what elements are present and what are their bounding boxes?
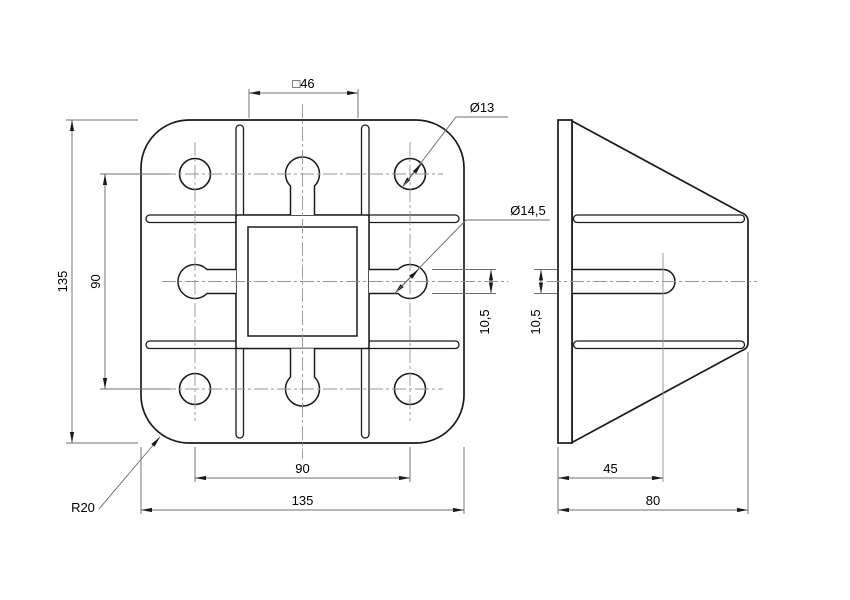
- dim-hole-spacing-vertical: 90: [88, 274, 103, 288]
- dim-slot-width-front: 10,5: [477, 309, 492, 334]
- dim-overall-depth: 80: [646, 493, 660, 508]
- side-groove-top: [572, 214, 746, 224]
- dim-keyhole-dia: Ø14,5: [510, 203, 545, 218]
- dim-hole-spacing-horizontal: 90: [295, 461, 309, 476]
- dimension-labels: □46 Ø13 Ø14,5 135 90 90 135 R20 10,5 10,…: [55, 76, 660, 515]
- keyhole-left: [177, 263, 236, 300]
- side-groove-bottom: [572, 340, 746, 350]
- dimension-lines: [69, 90, 748, 513]
- leader-keyhole-dia-arrow2: [394, 269, 419, 294]
- dim-square-socket: □46: [292, 76, 314, 91]
- dim-slot-width-side: 10,5: [528, 309, 543, 334]
- dim-corner-radius: R20: [71, 500, 95, 515]
- extension-lines: [66, 89, 749, 514]
- centerlines: [162, 104, 757, 482]
- dim-overall-height: 135: [55, 271, 70, 293]
- dim-slot-depth: 45: [603, 461, 617, 476]
- leader-corner-radius: [98, 436, 161, 510]
- dim-corner-hole-dia: Ø13: [470, 100, 495, 115]
- dim-overall-width: 135: [292, 493, 314, 508]
- leader-corner-hole-dia-arrow2: [401, 163, 422, 188]
- leader-keyhole-dia: [394, 219, 550, 294]
- leader-lines: [98, 116, 550, 510]
